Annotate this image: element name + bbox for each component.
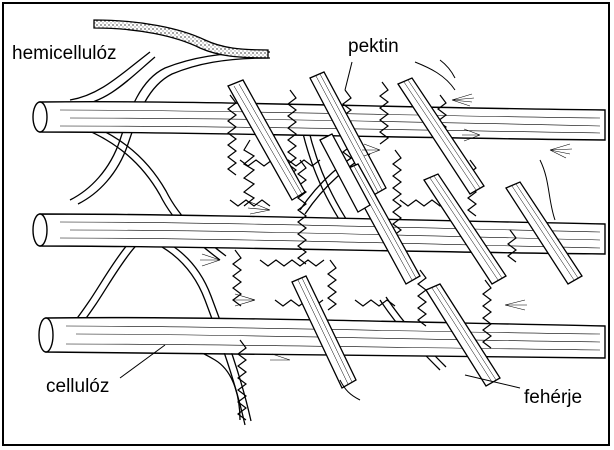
cellulose-fibril-middle-end bbox=[33, 214, 47, 246]
label-cellulose: cellulóz bbox=[46, 377, 109, 396]
label-pectin: pektin bbox=[348, 37, 399, 56]
label-protein: fehérje bbox=[524, 388, 582, 407]
cellulose-fibril-top-end bbox=[33, 102, 47, 132]
hemicellulose-highlight bbox=[94, 20, 268, 58]
cellulose-fibril-top bbox=[40, 102, 605, 140]
label-hemicellulose: hemicellulóz bbox=[12, 44, 117, 63]
cellulose-fibril-bottom-end bbox=[39, 318, 53, 352]
